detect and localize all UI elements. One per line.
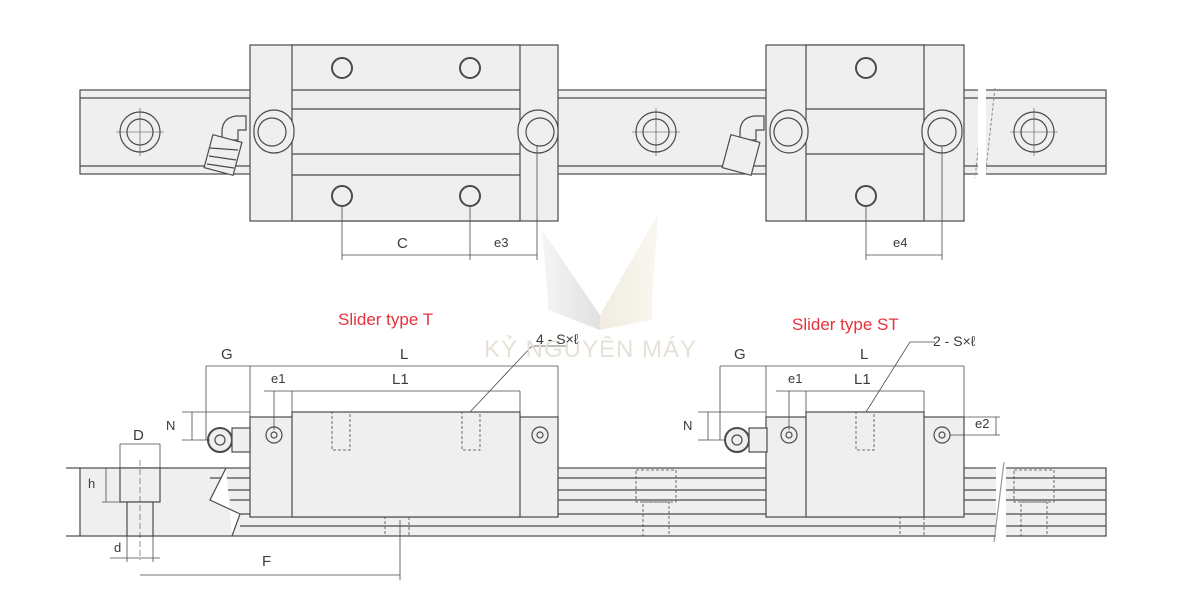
- top-dimension-lines: [341, 146, 943, 260]
- slider-t-side-view: [207, 411, 559, 518]
- slider-t-callout: 4 - S×ℓ: [536, 331, 579, 347]
- rail-dim-h: h: [88, 476, 96, 491]
- slider-t-title: Slider type T: [338, 310, 434, 329]
- slider-st-dim-l1: L1: [854, 371, 871, 388]
- slider-t-dim-l1: L1: [392, 371, 409, 388]
- grease-nipple-icon: [721, 115, 765, 177]
- dim-c-label: C: [397, 235, 408, 252]
- side-dimension-lines: [102, 341, 1000, 580]
- watermark-text: KỶ NGUYÊN MÁY: [484, 336, 698, 363]
- rail-dim-f: F: [262, 553, 272, 570]
- grease-nipple-icon: [203, 115, 247, 177]
- slider-t-dim-n: N: [166, 418, 176, 433]
- slider-st-dim-e1: e1: [788, 371, 803, 386]
- slider-st-dim-l: L: [860, 346, 869, 363]
- dim-e3-label: e3: [494, 235, 509, 250]
- slider-st-callout: 2 - S×ℓ: [933, 333, 976, 349]
- slider-st-top-view: [765, 44, 965, 222]
- slider-st-side-view: [724, 411, 965, 518]
- slider-st-dim-e2: e2: [975, 416, 990, 431]
- rail-hole-icons: [116, 108, 1058, 156]
- watermark-logo-icon: [542, 214, 658, 330]
- slider-t-dim-e1: e1: [271, 371, 286, 386]
- slider-st-dim-n: N: [683, 418, 693, 433]
- slider-st-dim-g: G: [734, 346, 746, 363]
- slider-t-top-view: [249, 44, 559, 222]
- slider-t-dim-g: G: [221, 346, 233, 363]
- rail-dim-d-lower: d: [114, 540, 122, 555]
- slider-st-title: Slider type ST: [792, 315, 899, 334]
- counterbore-hole-section: [119, 460, 1055, 560]
- rail-dim-d-upper: D: [133, 427, 144, 444]
- slider-t-dim-l: L: [400, 346, 409, 363]
- dim-e4-label: e4: [893, 235, 908, 250]
